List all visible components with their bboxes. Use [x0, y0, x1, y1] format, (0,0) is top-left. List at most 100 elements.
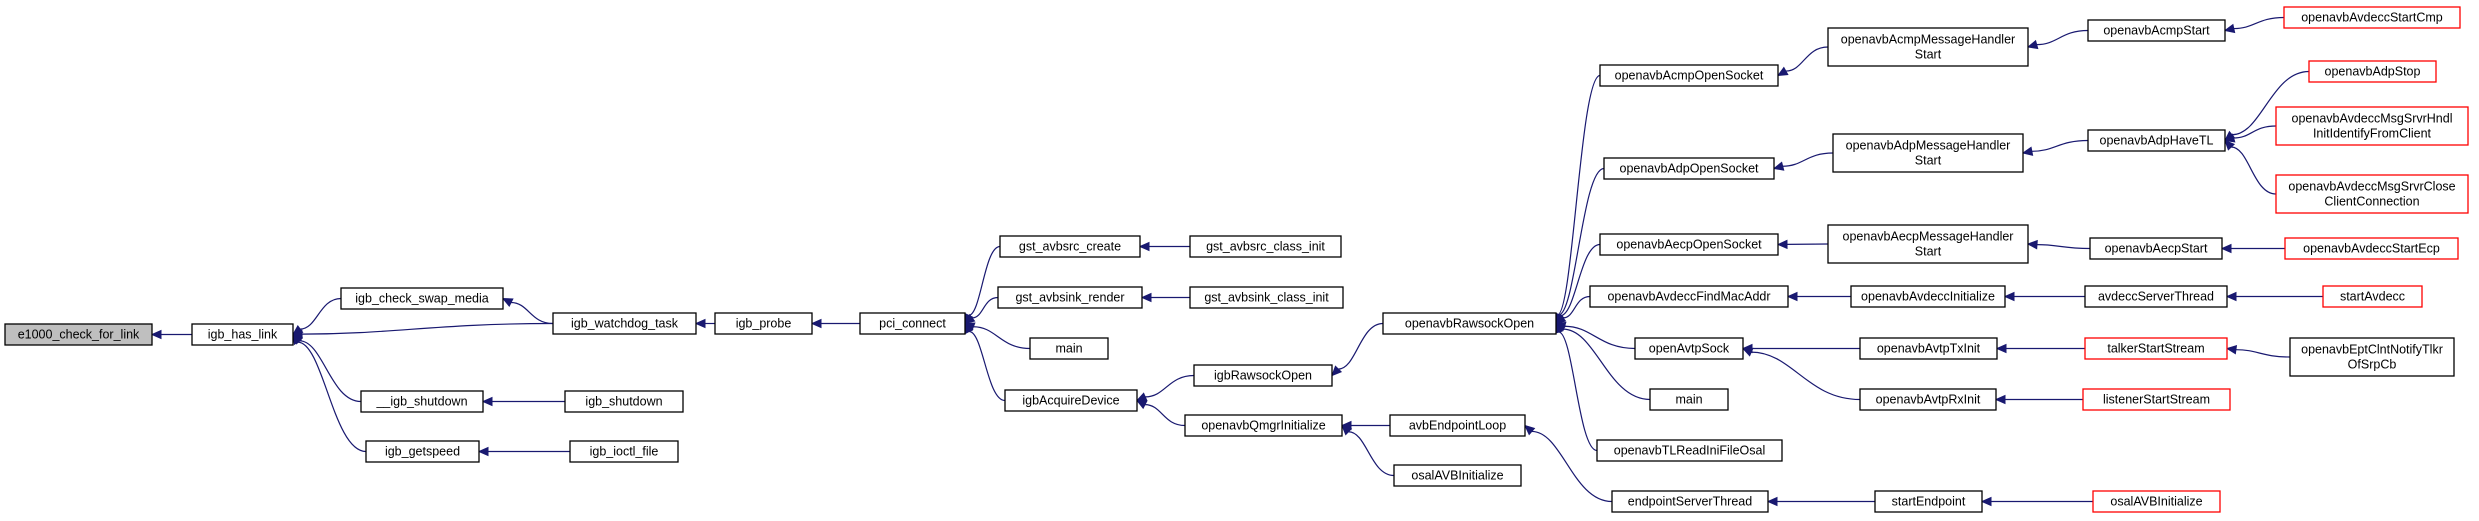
node-listenerstartstream[interactable]: listenerStartStream	[2082, 388, 2231, 411]
edge-pci-connect-to-igb-probe	[810, 318, 860, 329]
node-box	[191, 323, 294, 346]
node-igb-has-link[interactable]: igb_has_link	[191, 323, 294, 346]
node-openavbavdeccfindmacaddr[interactable]: openavbAvdeccFindMacAddr	[1589, 285, 1789, 308]
node-openavbavdeccstartecp[interactable]: openavbAvdeccStartEcp	[2284, 237, 2459, 260]
node-box	[2087, 19, 2226, 42]
edge-openavbavdeccfindmacaddr-to-openavbrawsockopen	[1555, 295, 1591, 325]
node-label: openavbAdpMessageHandler	[1846, 139, 2011, 153]
node-igb-ioctl-file[interactable]: igb_ioctl_file	[569, 440, 679, 463]
node-main-raw[interactable]: main	[1649, 388, 1729, 411]
edge-igb-shutdown-to-igb-shutdown	[481, 396, 565, 407]
edge-openavbavdeccmsgsrvrcloseclientconnection-to-openavbadphavetl	[2224, 139, 2277, 195]
node-label: avbEndpointLoop	[1409, 419, 1506, 433]
node-label: openavbAecpMessageHandler	[1843, 230, 2014, 244]
node-label: gst_avbsrc_class_init	[1206, 240, 1325, 254]
node-box	[360, 390, 484, 413]
edge-openavbavtptxinit-to-openavtpsock	[1741, 343, 1860, 354]
node-openavbrawsockopen[interactable]: openavbRawsockOpen	[1382, 312, 1557, 335]
node-box	[2084, 285, 2228, 308]
edge-openavbadphavetl-to-openavbadpmessagehandlerstart	[2021, 139, 2089, 156]
node-openavbavdeccmsgsrvrhndlinitidentifyfromclient[interactable]: openavbAvdeccMsgSrvrHndlInitIdentifyFrom…	[2275, 106, 2469, 146]
edge-openavbavdeccinitialize-to-openavbavdeccfindmacaddr	[1786, 291, 1851, 302]
node-igbrawsockopen[interactable]: igbRawsockOpen	[1193, 364, 1333, 387]
node-osalavbinitialize-b[interactable]: osalAVBInitialize	[2092, 490, 2221, 513]
node-openavbavdeccstartcmp[interactable]: openavbAvdeccStartCmp	[2283, 6, 2461, 29]
node-openavbqmgrinitialize[interactable]: openavbQmgrInitialize	[1184, 414, 1343, 437]
node-label: InitIdentifyFromClient	[2313, 127, 2432, 141]
node-gst-avbsrc-create[interactable]: gst_avbsrc_create	[999, 235, 1141, 258]
node-layer: e1000_check_for_link igb_has_link igb_chec…	[4, 6, 2469, 513]
node-openavbavtptxinit[interactable]: openavbAvtpTxInit	[1859, 337, 1998, 360]
node-startavdecc[interactable]: startAvdecc	[2322, 285, 2423, 308]
node-box	[714, 312, 813, 335]
node-box	[1859, 388, 1997, 411]
edge-openavbrawsockopen-to-igbrawsockopen	[1331, 322, 1384, 377]
node-igb-probe[interactable]: igb_probe	[714, 312, 813, 335]
node-label: main	[1675, 393, 1702, 407]
node-box	[1649, 388, 1729, 411]
node-igb-shutdown[interactable]: __igb_shutdown	[360, 390, 484, 413]
node-openavbacmpstart[interactable]: openavbAcmpStart	[2087, 19, 2226, 42]
node-gst-avbsink-class-init[interactable]: gst_avbsink_class_init	[1189, 286, 1344, 309]
node-label: osalAVBInitialize	[2110, 495, 2202, 509]
node-openavbadpopensocket[interactable]: openavbAdpOpenSocket	[1603, 157, 1775, 180]
node-igbacquiredevice[interactable]: igbAcquireDevice	[1004, 389, 1138, 412]
node-igb-shutdown[interactable]: igb_shutdown	[564, 390, 684, 413]
node-gst-avbsrc-class-init[interactable]: gst_avbsrc_class_init	[1189, 235, 1342, 258]
node-igb-getspeed[interactable]: igb_getspeed	[365, 440, 480, 463]
edge-listenerstartstream-to-openavbavtprxinit	[1994, 394, 2083, 405]
node-label: openavbAvtpRxInit	[1876, 393, 1981, 407]
node-igb-watchdog-task[interactable]: igb_watchdog_task	[552, 312, 697, 335]
node-openavbaecpopensocket[interactable]: openavbAecpOpenSocket	[1599, 233, 1779, 256]
node-openavtpsock[interactable]: openAvtpSock	[1634, 337, 1744, 360]
node-openavbtlreadinifileosal[interactable]: openavbTLReadIniFileOsal	[1596, 439, 1783, 462]
node-label: openavbAvdeccStartCmp	[2301, 11, 2443, 25]
node-label: openavbAdpHaveTL	[2100, 134, 2214, 148]
node-box	[2322, 285, 2423, 308]
edge-gst-avbsink-class-init-to-gst-avbsink-render	[1140, 292, 1190, 303]
node-main-pci[interactable]: main	[1029, 337, 1109, 360]
node-label: igb_shutdown	[585, 395, 662, 409]
node-igb-check-swap-media[interactable]: igb_check_swap_media	[340, 287, 504, 310]
node-label: e1000_check_for_link	[18, 328, 140, 342]
node-label: igbRawsockOpen	[1214, 369, 1312, 383]
node-label: openavbAcmpStart	[2103, 24, 2210, 38]
node-label: openAvtpSock	[1649, 342, 1730, 356]
node-label: igb_has_link	[208, 328, 278, 342]
node-box	[1189, 286, 1344, 309]
node-openavbaecpstart[interactable]: openavbAecpStart	[2089, 237, 2223, 260]
node-pci-connect[interactable]: pci_connect	[859, 312, 966, 335]
node-openavbavtprxinit[interactable]: openavbAvtpRxInit	[1859, 388, 1997, 411]
node-label: Start	[1915, 245, 1942, 259]
node-openavbavdeccinitialize[interactable]: openavbAvdeccInitialize	[1850, 285, 2006, 308]
edge-igb-check-swap-media-to-igb-has-link	[292, 297, 342, 336]
node-talkerstartstream[interactable]: talkerStartStream	[2084, 337, 2228, 360]
node-label: openavbAcmpOpenSocket	[1615, 69, 1764, 83]
node-label: gst_avbsink_class_init	[1204, 291, 1329, 305]
edge-openavbavdeccmsgsrvrhndlinitidentifyfromclient-to-openavbadphavetl	[2223, 125, 2277, 143]
node-avbendpointloop[interactable]: avbEndpointLoop	[1389, 414, 1526, 437]
edge-openavtpsock-to-openavbrawsockopen	[1554, 321, 1636, 350]
node-gst-avbsink-render[interactable]: gst_avbsink_render	[997, 286, 1143, 309]
node-openavbadpstop[interactable]: openavbAdpStop	[2308, 60, 2437, 83]
node-avdeccserverthread[interactable]: avdeccServerThread	[2084, 285, 2228, 308]
node-openavbavdeccmsgsrvrcloseclientconnection[interactable]: openavbAvdeccMsgSrvrCloseClientConnectio…	[2275, 174, 2469, 214]
node-startendpoint[interactable]: startEndpoint	[1874, 490, 1983, 513]
node-label: openavbQmgrInitialize	[1201, 419, 1325, 433]
node-label: avdeccServerThread	[2098, 290, 2214, 304]
node-box	[340, 287, 504, 310]
node-box	[859, 312, 966, 335]
node-box	[1832, 133, 2024, 173]
node-openavbadphavetl[interactable]: openavbAdpHaveTL	[2087, 129, 2226, 152]
node-endpointserverthread[interactable]: endpointServerThread	[1611, 490, 1769, 513]
node-box	[2092, 490, 2221, 513]
node-openavbacmpopensocket[interactable]: openavbAcmpOpenSocket	[1599, 64, 1779, 87]
edge-igb-watchdog-task-to-igb-has-link	[291, 322, 554, 339]
edge-openavbacmpmessagehandlerstart-to-openavbacmpopensocket	[1776, 46, 1829, 77]
edge-startavdecc-to-avdeccserverthread	[2225, 291, 2323, 302]
node-osalavbinitialize-a[interactable]: osalAVBInitialize	[1393, 464, 1522, 487]
